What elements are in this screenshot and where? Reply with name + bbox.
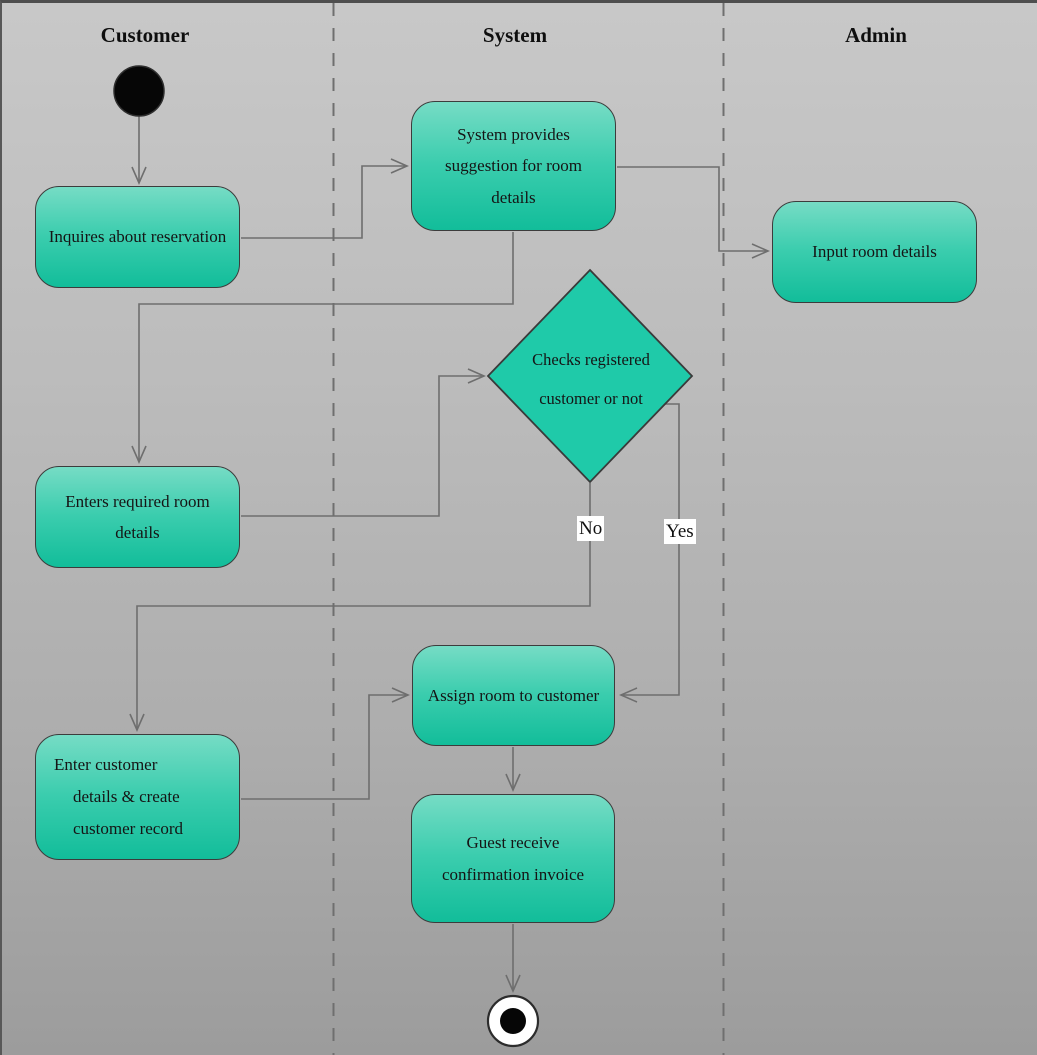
enter-customer-line-1: Enter customer	[54, 755, 158, 774]
edge-suggestion-to-enters-room	[131, 232, 514, 464]
edge-inquires-to-suggestion	[241, 158, 409, 239]
lane-header-customer: Customer	[100, 23, 190, 47]
decision-label-line-2: customer or not	[539, 389, 643, 408]
activity-input-room-details: Input room details	[772, 201, 977, 303]
activity-enter-customer-details: Enter customer details & create customer…	[35, 734, 240, 860]
enter-customer-line-3: customer record	[73, 819, 183, 838]
diagram-connectors-layer	[113, 3, 770, 1055]
activity-inquires-about-reservation: Inquires about reservation	[35, 186, 240, 288]
edge-decision-yes-to-assign	[619, 403, 680, 703]
edge-enter-customer-to-assign	[241, 687, 410, 800]
activity-assign-room-to-customer: Assign room to customer	[412, 645, 615, 746]
lane-header-admin: Admin	[845, 23, 907, 47]
decision-label-line-1: Checks registered	[532, 350, 650, 369]
activity-enter-customer-details-text: Enter customer details & create customer…	[42, 749, 183, 845]
initial-node	[113, 65, 165, 117]
decision-label: Checks registered customer or not	[491, 340, 691, 418]
activity-enters-required-room-details: Enters required room details	[35, 466, 240, 568]
final-node-core	[500, 1008, 526, 1034]
edge-enters-room-to-decision	[241, 368, 486, 517]
decision-diamond	[486, 268, 694, 484]
activity-system-provides-suggestion: System provides suggestion for room deta…	[411, 101, 616, 231]
edge-decision-no-to-enter-customer	[129, 483, 591, 732]
activity-guest-receive-confirmation-invoice: Guest receive confirmation invoice	[411, 794, 615, 923]
enter-customer-line-2: details & create	[73, 787, 180, 806]
edge-suggestion-to-input-room	[617, 166, 770, 259]
edge-label-yes: Yes	[664, 519, 696, 544]
edge-label-no: No	[577, 516, 605, 541]
lane-header-system: System	[482, 23, 548, 47]
